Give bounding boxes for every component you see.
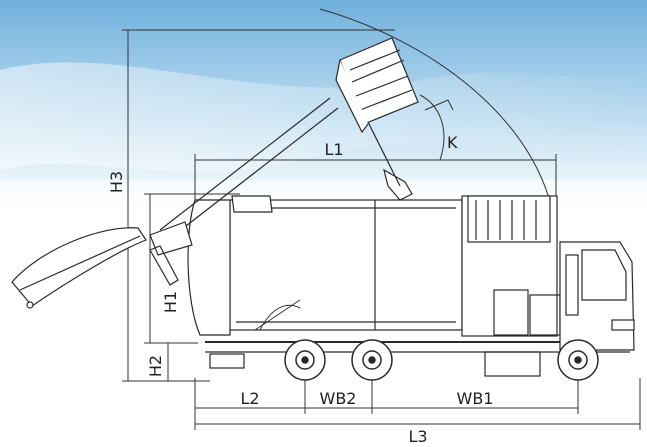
l1-dimension <box>194 154 557 200</box>
label-h2: H2 <box>146 355 165 377</box>
body-angle-marker <box>254 299 301 331</box>
bin-swing-arc <box>319 8 556 226</box>
background-wave <box>0 62 647 172</box>
lowered-bin <box>11 227 147 309</box>
raised-bin <box>335 37 419 201</box>
truck-cab <box>559 241 635 351</box>
truck-body <box>187 195 630 377</box>
rear-lifter-arm <box>149 97 339 286</box>
rear-wheel-1 <box>284 339 326 381</box>
angle-k-marker <box>419 94 454 161</box>
label-l2: L2 <box>240 389 259 408</box>
rear-wheel-2 <box>351 339 393 381</box>
label-l3: L3 <box>408 427 427 446</box>
label-l1: L1 <box>324 140 343 159</box>
bottom-dimensions <box>194 378 641 430</box>
label-h1: H1 <box>161 291 180 313</box>
label-wb1: WB1 <box>457 389 494 408</box>
front-wheel <box>557 339 599 381</box>
label-wb2: WB2 <box>320 389 357 408</box>
label-k: K <box>447 133 458 152</box>
label-h3: H3 <box>107 171 126 193</box>
h1-dimension <box>144 193 240 344</box>
